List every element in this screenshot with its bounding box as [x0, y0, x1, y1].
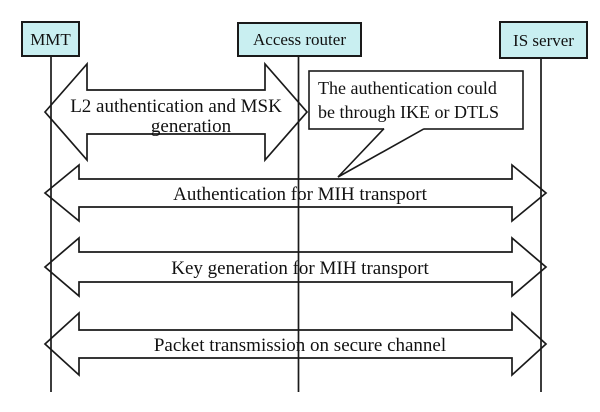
- message-packet-tx-label: Packet transmission on secure channel: [154, 335, 446, 356]
- actor-is-server: IS server: [499, 21, 588, 59]
- actor-mmt-label: MMT: [30, 30, 71, 49]
- note-bubble-box: [308, 70, 524, 130]
- message-l2-auth-msk: L2 authentication and MSK generation: [43, 61, 309, 163]
- actor-mmt: MMT: [21, 21, 80, 57]
- message-l2-auth-msk-label-line2: generation: [151, 116, 232, 137]
- arrow-l2-auth-msk: [43, 61, 309, 163]
- note-bubble-tail: [337, 128, 425, 178]
- message-key-gen: Key generation for MIH transport: [43, 236, 548, 298]
- actor-is-server-box: [499, 21, 588, 59]
- message-packet-tx: Packet transmission on secure channel: [43, 311, 548, 377]
- note-bubble-tail-gap: [384, 126, 424, 132]
- arrow-key-gen: [43, 236, 548, 298]
- message-auth-mih-label: Authentication for MIH transport: [173, 184, 428, 205]
- message-l2-auth-msk-label-line1: L2 authentication and MSK: [70, 96, 282, 117]
- note-bubble: The authentication could be through IKE …: [308, 70, 524, 178]
- actor-access-router-box: [237, 22, 362, 57]
- note-line-2: be through IKE or DTLS: [318, 102, 499, 122]
- actor-access-router: Access router: [237, 22, 362, 57]
- actor-mmt-box: [21, 21, 80, 57]
- message-auth-mih: Authentication for MIH transport: [43, 163, 548, 223]
- arrow-packet-tx: [43, 311, 548, 377]
- arrow-auth-mih: [43, 163, 548, 223]
- note-line-1: The authentication could: [318, 78, 497, 98]
- actor-is-server-label: IS server: [513, 31, 574, 50]
- message-key-gen-label: Key generation for MIH transport: [171, 258, 429, 279]
- actor-access-router-label: Access router: [253, 30, 346, 49]
